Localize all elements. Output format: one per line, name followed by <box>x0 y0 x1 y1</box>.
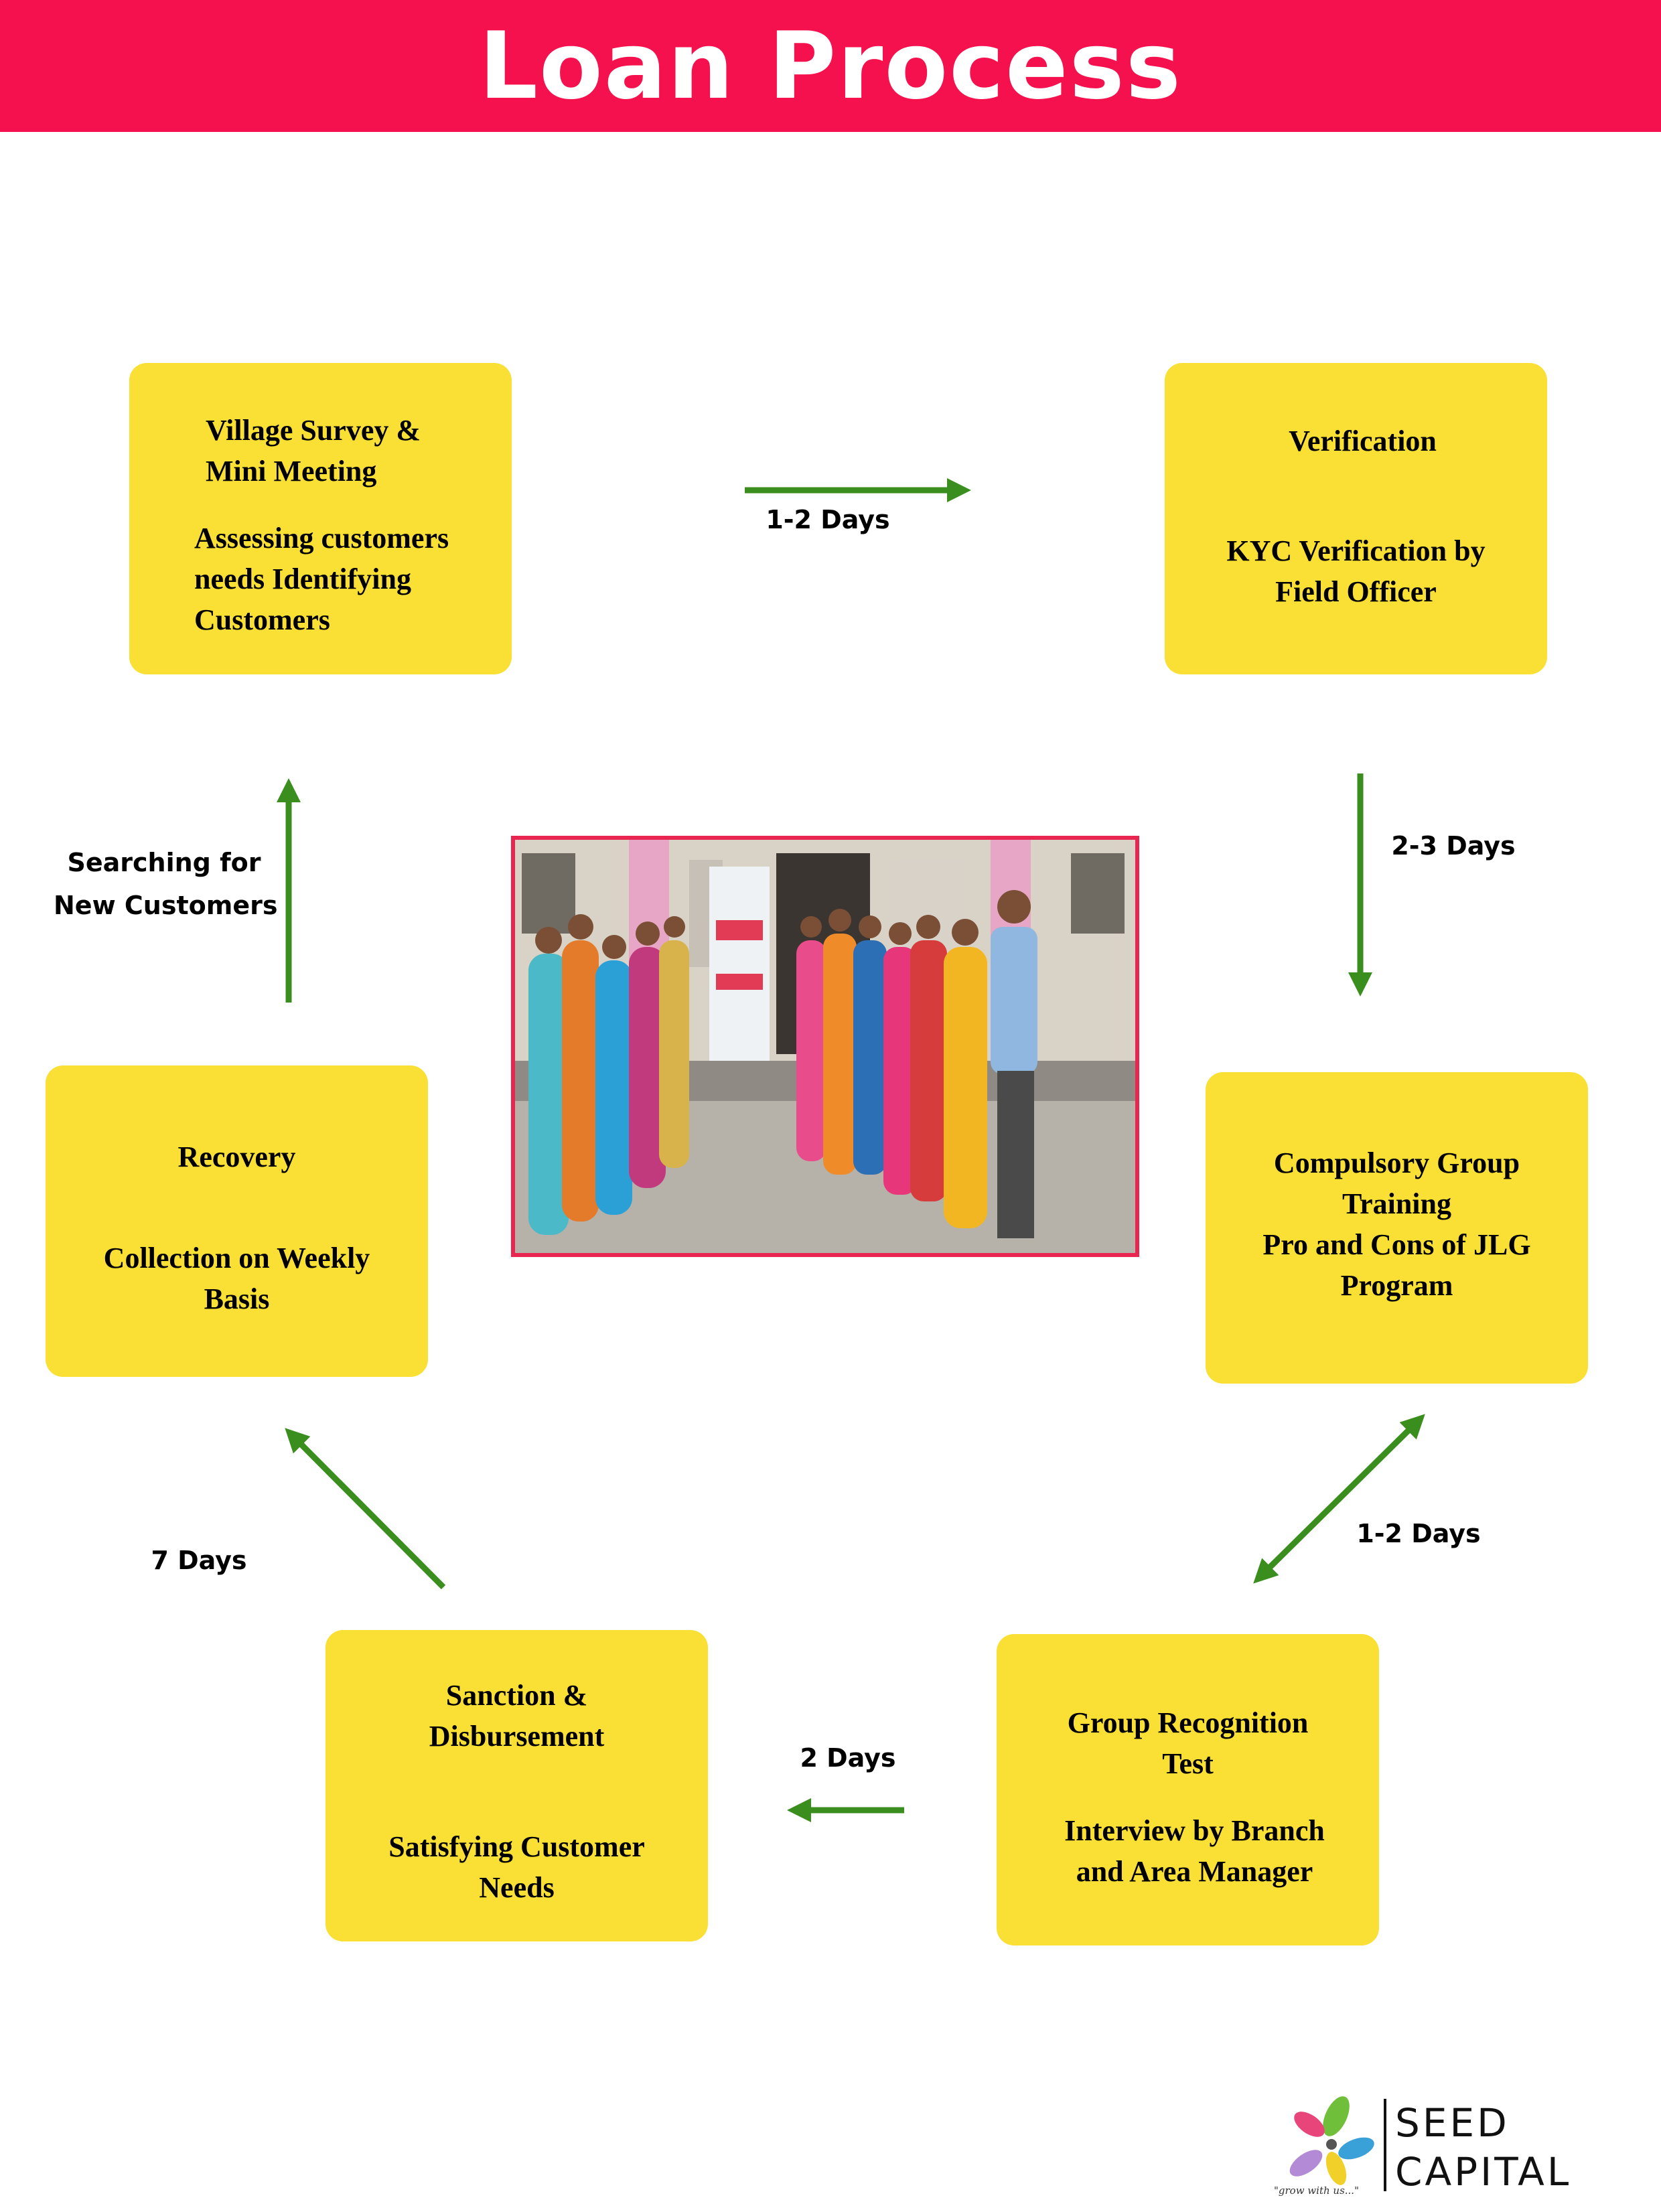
step-title: Verification <box>1289 425 1437 457</box>
logo-text-line2: CAPITAL <box>1395 2149 1572 2195</box>
step-description-line: Field Officer <box>1275 575 1437 608</box>
logo-tagline: "grow with us..." <box>1274 2185 1359 2197</box>
step-title-line: Sanction & <box>445 1679 588 1712</box>
duration-label: 2 Days <box>800 1743 896 1773</box>
arrow-sanction-to-recovery <box>285 1428 446 1590</box>
step-description-line: needs Identifying <box>194 563 411 595</box>
step-title-line: Mini Meeting <box>206 455 377 488</box>
arrow-training-recognition <box>1253 1414 1425 1584</box>
duration-label: 1-2 Days <box>766 505 890 534</box>
step-description-line: Customers <box>194 603 330 636</box>
step-description-line: Pro and Cons of JLG <box>1262 1228 1531 1261</box>
duration-label: Searching for <box>67 848 261 877</box>
duration-label: 7 Days <box>151 1546 247 1575</box>
logo-text-line1: SEED <box>1395 2100 1510 2146</box>
step-title-line: Training <box>1342 1187 1451 1220</box>
step-sanction: Sanction & Disbursement Satisfying Custo… <box>326 1630 708 1941</box>
step-village-survey: Village Survey & Mini Meeting Assessing … <box>129 363 512 674</box>
step-description-line: Interview by Branch <box>1064 1814 1325 1847</box>
step-title-line: Village Survey & <box>206 414 421 447</box>
duration-label: 1-2 Days <box>1356 1519 1481 1548</box>
step-description-line: Program <box>1340 1269 1453 1302</box>
step-title-line: Group Recognition <box>1067 1706 1309 1739</box>
step-title-line: Disbursement <box>429 1720 605 1753</box>
step-title-line: Compulsory Group <box>1273 1147 1520 1179</box>
step-description-line: and Area Manager <box>1076 1855 1313 1888</box>
step-description-line: Basis <box>204 1282 270 1315</box>
step-verification: Verification KYC Verification by Field O… <box>1165 363 1547 674</box>
seed-capital-logo: SEED CAPITAL "grow with us..." <box>1266 2089 1634 2203</box>
step-title-line: Test <box>1162 1747 1214 1780</box>
step-description-line: Needs <box>479 1871 555 1904</box>
step-recovery: Recovery Collection on Weekly Basis <box>46 1065 428 1377</box>
step-title: Recovery <box>177 1140 296 1173</box>
step-description-line: KYC Verification by <box>1226 534 1486 567</box>
page-title: Loan Process <box>479 12 1182 120</box>
duration-label: 2-3 Days <box>1391 831 1516 861</box>
step-description-line: Satisfying Customer <box>388 1830 645 1863</box>
step-description-line: Assessing customers <box>194 522 449 555</box>
step-description-line: Collection on Weekly <box>103 1242 370 1274</box>
title-banner <box>0 0 1661 132</box>
photo-illustration <box>515 840 1135 1253</box>
duration-label: New Customers <box>54 891 278 920</box>
group-meeting-photo <box>511 836 1139 1257</box>
step-group-recognition: Group Recognition Test Interview by Bran… <box>997 1634 1379 1945</box>
step-group-training: Compulsory Group Training Pro and Cons o… <box>1206 1072 1588 1384</box>
seed-logo-icon <box>1289 2096 1374 2185</box>
logo-divider <box>1384 2099 1386 2191</box>
